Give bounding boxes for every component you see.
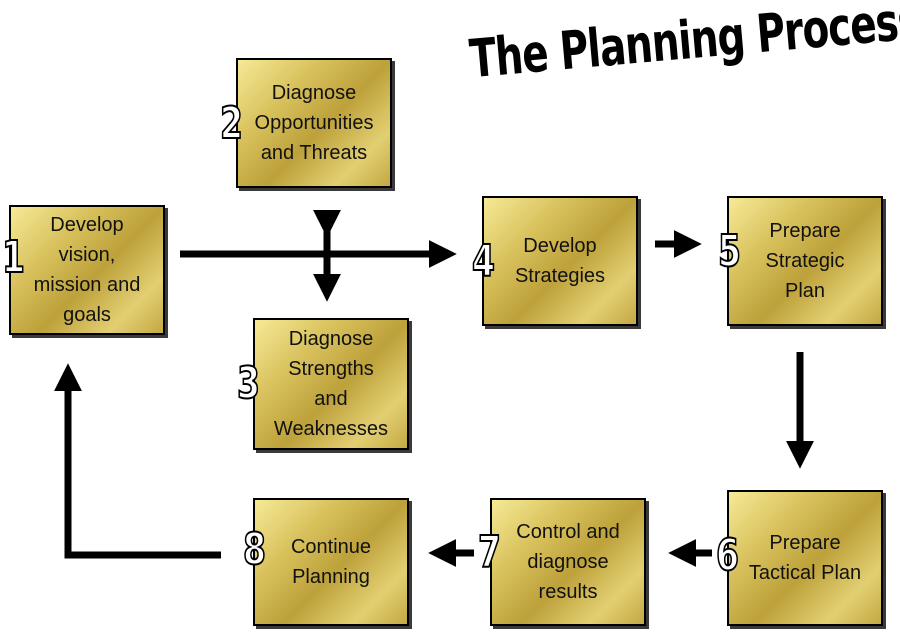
step-box-4: Develop Strategies bbox=[482, 196, 638, 326]
step-label-7: Control and diagnose results bbox=[516, 521, 620, 603]
step-number-1: 1 bbox=[1, 232, 25, 283]
step-box-5: Prepare Strategic Plan bbox=[727, 196, 883, 326]
step-number-4: 4 bbox=[471, 236, 495, 287]
arrow-8-to-1 bbox=[54, 363, 221, 559]
step-number-7: 7 bbox=[477, 527, 501, 578]
step-number-3: 3 bbox=[236, 358, 260, 409]
step-box-2: Diagnose Opportunities and Threats bbox=[236, 58, 392, 188]
step-box-3: Diagnose Strengths and Weaknesses bbox=[253, 318, 409, 450]
step-box-6: Prepare Tactical Plan bbox=[727, 490, 883, 626]
step-label-4: Develop Strategies bbox=[514, 235, 606, 287]
step-label-2: Diagnose Opportunities and Threats bbox=[254, 82, 374, 164]
step-box-7: Control and diagnose results bbox=[490, 498, 646, 626]
step-label-8: Continue Planning bbox=[290, 536, 372, 588]
step-label-1: Develop vision, mission and goals bbox=[33, 214, 141, 326]
step-label-3: Diagnose Strengths and Weaknesses bbox=[273, 328, 389, 440]
step-number-2: 2 bbox=[219, 98, 243, 149]
step-box-1: Develop vision, mission and goals bbox=[9, 205, 165, 335]
step-number-5: 5 bbox=[717, 226, 741, 277]
step-label-6: Prepare Tactical Plan bbox=[748, 532, 862, 584]
step-label-5: Prepare Strategic Plan bbox=[765, 220, 845, 302]
step-number-8: 8 bbox=[242, 524, 266, 575]
step-number-6: 6 bbox=[715, 530, 739, 581]
step-box-8: Continue Planning bbox=[253, 498, 409, 626]
